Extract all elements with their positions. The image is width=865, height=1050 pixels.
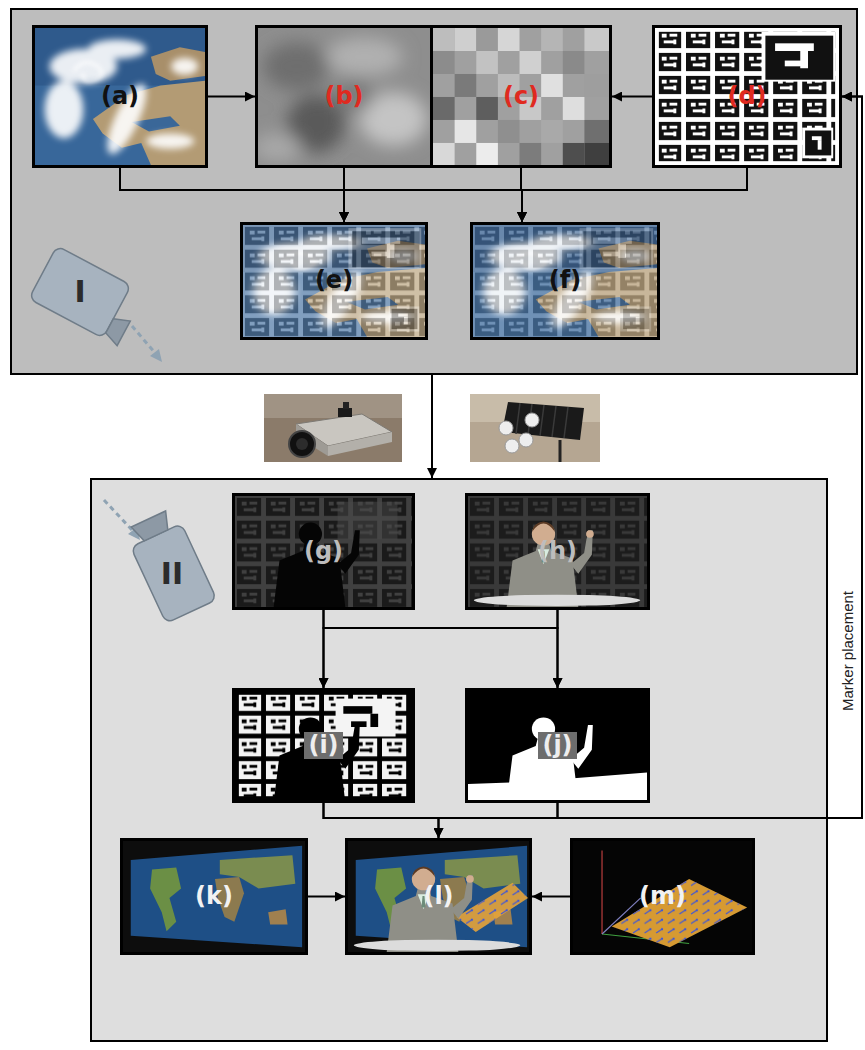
illustration-use (258, 28, 430, 165)
flow-arrow (308, 896, 345, 898)
flow-arrow (120, 168, 344, 222)
stage-panel: II (g) (h) (i) (j) (k) (l) (m) (90, 478, 828, 1042)
image-panel: (e) (240, 222, 428, 340)
illustration-part (328, 432, 392, 456)
image-panel: (f) (470, 222, 660, 340)
image-panel: (c) (430, 25, 612, 168)
illustration-use (123, 841, 305, 952)
image-label: (d) (727, 83, 766, 111)
stage-panel: I (a) (b) (c) (d) (e) (f) (10, 8, 858, 375)
image-label: (l) (423, 883, 453, 911)
device-icon (92, 480, 826, 1040)
illustration-part (499, 421, 513, 435)
illustration-part (505, 439, 519, 453)
flow-arrow (521, 168, 522, 222)
image-panel: (m) (570, 838, 755, 955)
light-photo (470, 394, 600, 462)
flow-arrow (612, 96, 652, 98)
illustration-use (573, 841, 752, 952)
image-panel: (i) (232, 688, 415, 803)
flow-arrow (558, 97, 863, 819)
image-panel: (g) (232, 493, 415, 610)
image-label: (b) (324, 83, 363, 111)
illustration-part (289, 431, 315, 457)
image-panel: (b) (255, 25, 433, 168)
illustration-part (519, 433, 533, 447)
image-label: (f) (549, 267, 581, 295)
image-panel: (h) (465, 493, 650, 610)
illustration-part (516, 403, 568, 438)
panel-label: I (74, 275, 85, 310)
illustration-use (468, 496, 647, 607)
image-label: (k) (195, 883, 233, 911)
illustration-use (655, 28, 839, 165)
flow-arrow (557, 610, 559, 688)
image-panel: (l) (345, 838, 532, 955)
flow-arrow (324, 97, 863, 819)
image-label: (a) (101, 83, 139, 111)
illustration-use (235, 496, 412, 607)
flow-arrow (120, 168, 522, 222)
image-label: (m) (639, 883, 686, 911)
image-panel: (a) (32, 25, 208, 168)
flow-arrow (324, 610, 558, 688)
flow-arrow (208, 96, 255, 98)
image-label: (j) (538, 732, 576, 760)
flow-arrow (431, 375, 433, 478)
image-panel: (d) (652, 25, 842, 168)
illustration-part (343, 402, 349, 409)
image-label: (c) (503, 83, 539, 111)
illustration-use (468, 691, 647, 800)
illustration-use (104, 500, 217, 623)
flow-arrow (343, 168, 345, 222)
flow-arrow (324, 610, 558, 688)
illustration-use (473, 225, 657, 337)
illustration-part (502, 402, 584, 440)
image-label: (i) (304, 732, 342, 760)
illustration-part (470, 394, 600, 462)
image-label: (e) (315, 267, 353, 295)
image-label: (g) (304, 538, 343, 566)
illustration-use (29, 246, 162, 362)
image-label: (h) (538, 538, 577, 566)
illustration-use (243, 225, 425, 337)
illustration-use (235, 691, 412, 800)
illustration-part (264, 394, 402, 418)
image-panel: (k) (120, 838, 308, 955)
illustration-part (338, 408, 352, 417)
illustration-part (559, 440, 562, 462)
edge-label: Marker placement (839, 589, 856, 713)
flow-arrow (323, 610, 325, 688)
illustration-part (296, 438, 308, 450)
flow-arrow (324, 803, 439, 838)
image-panel: (j) (465, 688, 650, 803)
illustration-part (264, 394, 402, 462)
panel-label: II (161, 557, 183, 592)
illustration-use (348, 841, 529, 952)
illustration-use (433, 28, 609, 165)
flow-arrow (344, 168, 747, 222)
illustration-part (525, 413, 539, 427)
flow-arrow (439, 803, 558, 838)
flow-arrow (532, 896, 570, 898)
flow-arrow (522, 168, 747, 222)
projector-photo (264, 394, 402, 462)
illustration-use (35, 28, 205, 165)
